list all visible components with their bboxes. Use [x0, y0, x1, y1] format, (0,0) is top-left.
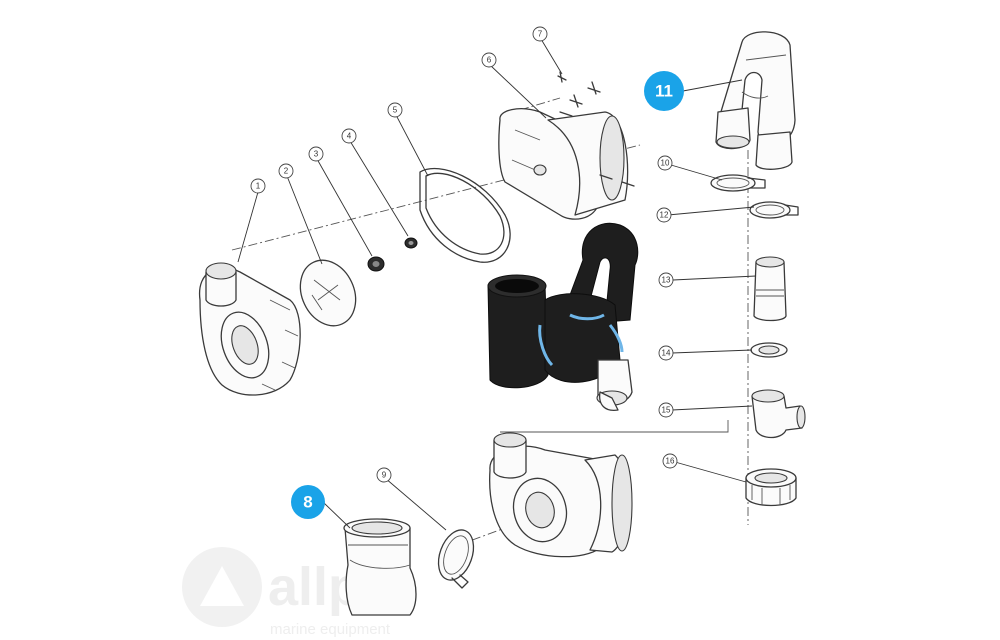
svg-text:13: 13: [662, 276, 671, 285]
part-union-nut: [745, 468, 797, 507]
badge-11: 11: [644, 71, 684, 111]
svg-text:11: 11: [655, 82, 673, 101]
part-elbow-fitting: [751, 389, 806, 439]
part-bushing: [367, 256, 385, 272]
watermark-tagline: marine equipment: [270, 621, 391, 638]
svg-text:1: 1: [256, 182, 261, 191]
callout-4: 4: [341, 128, 357, 144]
part-gasket: [419, 167, 511, 263]
leader-lines: [237, 38, 757, 531]
callout-5: 5: [387, 102, 403, 118]
part-pipe-adapter: [753, 256, 787, 322]
part-seal-ring: [404, 237, 418, 249]
part-hose-clamp-middle: [749, 201, 799, 219]
callout-6: 6: [481, 52, 497, 68]
part-pump-housing-lower: [489, 432, 633, 558]
callout-3: 3: [308, 146, 324, 162]
callout-2: 2: [278, 163, 294, 179]
callout-16: 16: [662, 453, 678, 469]
svg-text:15: 15: [662, 406, 671, 415]
callout-7: 7: [532, 26, 548, 42]
svg-text:4: 4: [347, 132, 352, 141]
part-elbow-hose: [715, 31, 796, 170]
svg-text:2: 2: [284, 167, 289, 176]
part-motor-cover: [498, 108, 629, 220]
part-y-pipe: [343, 518, 417, 616]
callout-10: 10: [657, 155, 673, 171]
svg-text:10: 10: [661, 159, 670, 168]
part-pump-housing: [199, 262, 301, 396]
callout-15: 15: [658, 402, 674, 418]
svg-text:12: 12: [660, 211, 669, 220]
axis-line-screws: [519, 97, 561, 111]
part-washer: [750, 342, 788, 358]
svg-text:6: 6: [487, 56, 492, 65]
svg-text:14: 14: [662, 349, 671, 358]
callout-12: 12: [656, 207, 672, 223]
part-hose-clamp-lower: [437, 529, 475, 589]
connector-line: [500, 420, 729, 433]
callout-1: 1: [250, 178, 266, 194]
part-screws: [557, 71, 635, 187]
callout-9: 9: [376, 467, 392, 483]
callout-13: 13: [658, 272, 674, 288]
watermark-logo-triangle: [200, 566, 244, 606]
badge-8: 8: [291, 485, 325, 519]
assembled-pump-unit: [487, 222, 639, 411]
svg-text:7: 7: [538, 30, 543, 39]
svg-text:8: 8: [303, 493, 312, 512]
svg-text:16: 16: [666, 457, 675, 466]
svg-text:5: 5: [393, 106, 398, 115]
main-axis-line: [231, 144, 641, 251]
callout-14: 14: [658, 345, 674, 361]
part-hose-clamp-upper: [710, 174, 766, 192]
part-impeller-plate: [299, 259, 357, 327]
svg-text:9: 9: [382, 471, 387, 480]
svg-text:3: 3: [314, 150, 319, 159]
